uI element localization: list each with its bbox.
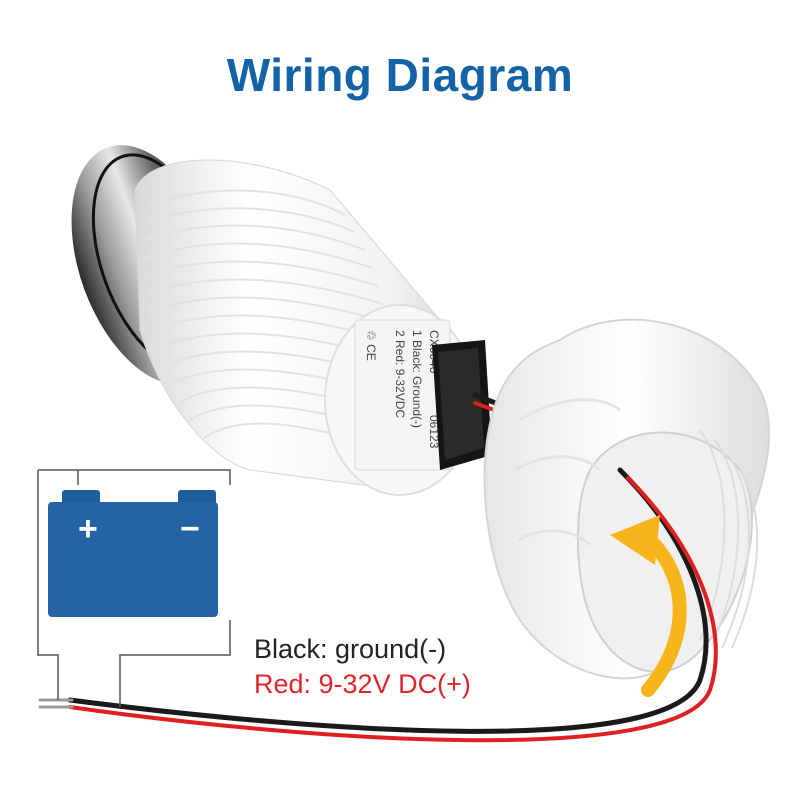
- mounting-ring: [483, 318, 770, 680]
- wires-lower: [38, 467, 718, 743]
- product-label: CX6040 06123 1 Black: Ground(-) 2 Red: 9…: [354, 319, 451, 471]
- label-line2: 2 Red: 9-32VDC: [393, 330, 407, 418]
- legend-black-label: Black: ground(-): [254, 634, 446, 664]
- battery-negative-symbol: −: [180, 510, 200, 548]
- legend-red-label: Red: 9-32V DC(+): [254, 669, 471, 699]
- label-line1: 1 Black: Ground(-): [410, 330, 424, 428]
- battery-icon: + −: [48, 490, 218, 617]
- connector-block: [432, 340, 492, 470]
- diagram-title: Wiring Diagram: [226, 49, 574, 101]
- battery-circuit-lines: [37, 469, 231, 707]
- battery-positive-symbol: +: [78, 510, 98, 548]
- curved-arrow-icon: [610, 515, 687, 697]
- label-marks: ♲ CE: [364, 330, 378, 361]
